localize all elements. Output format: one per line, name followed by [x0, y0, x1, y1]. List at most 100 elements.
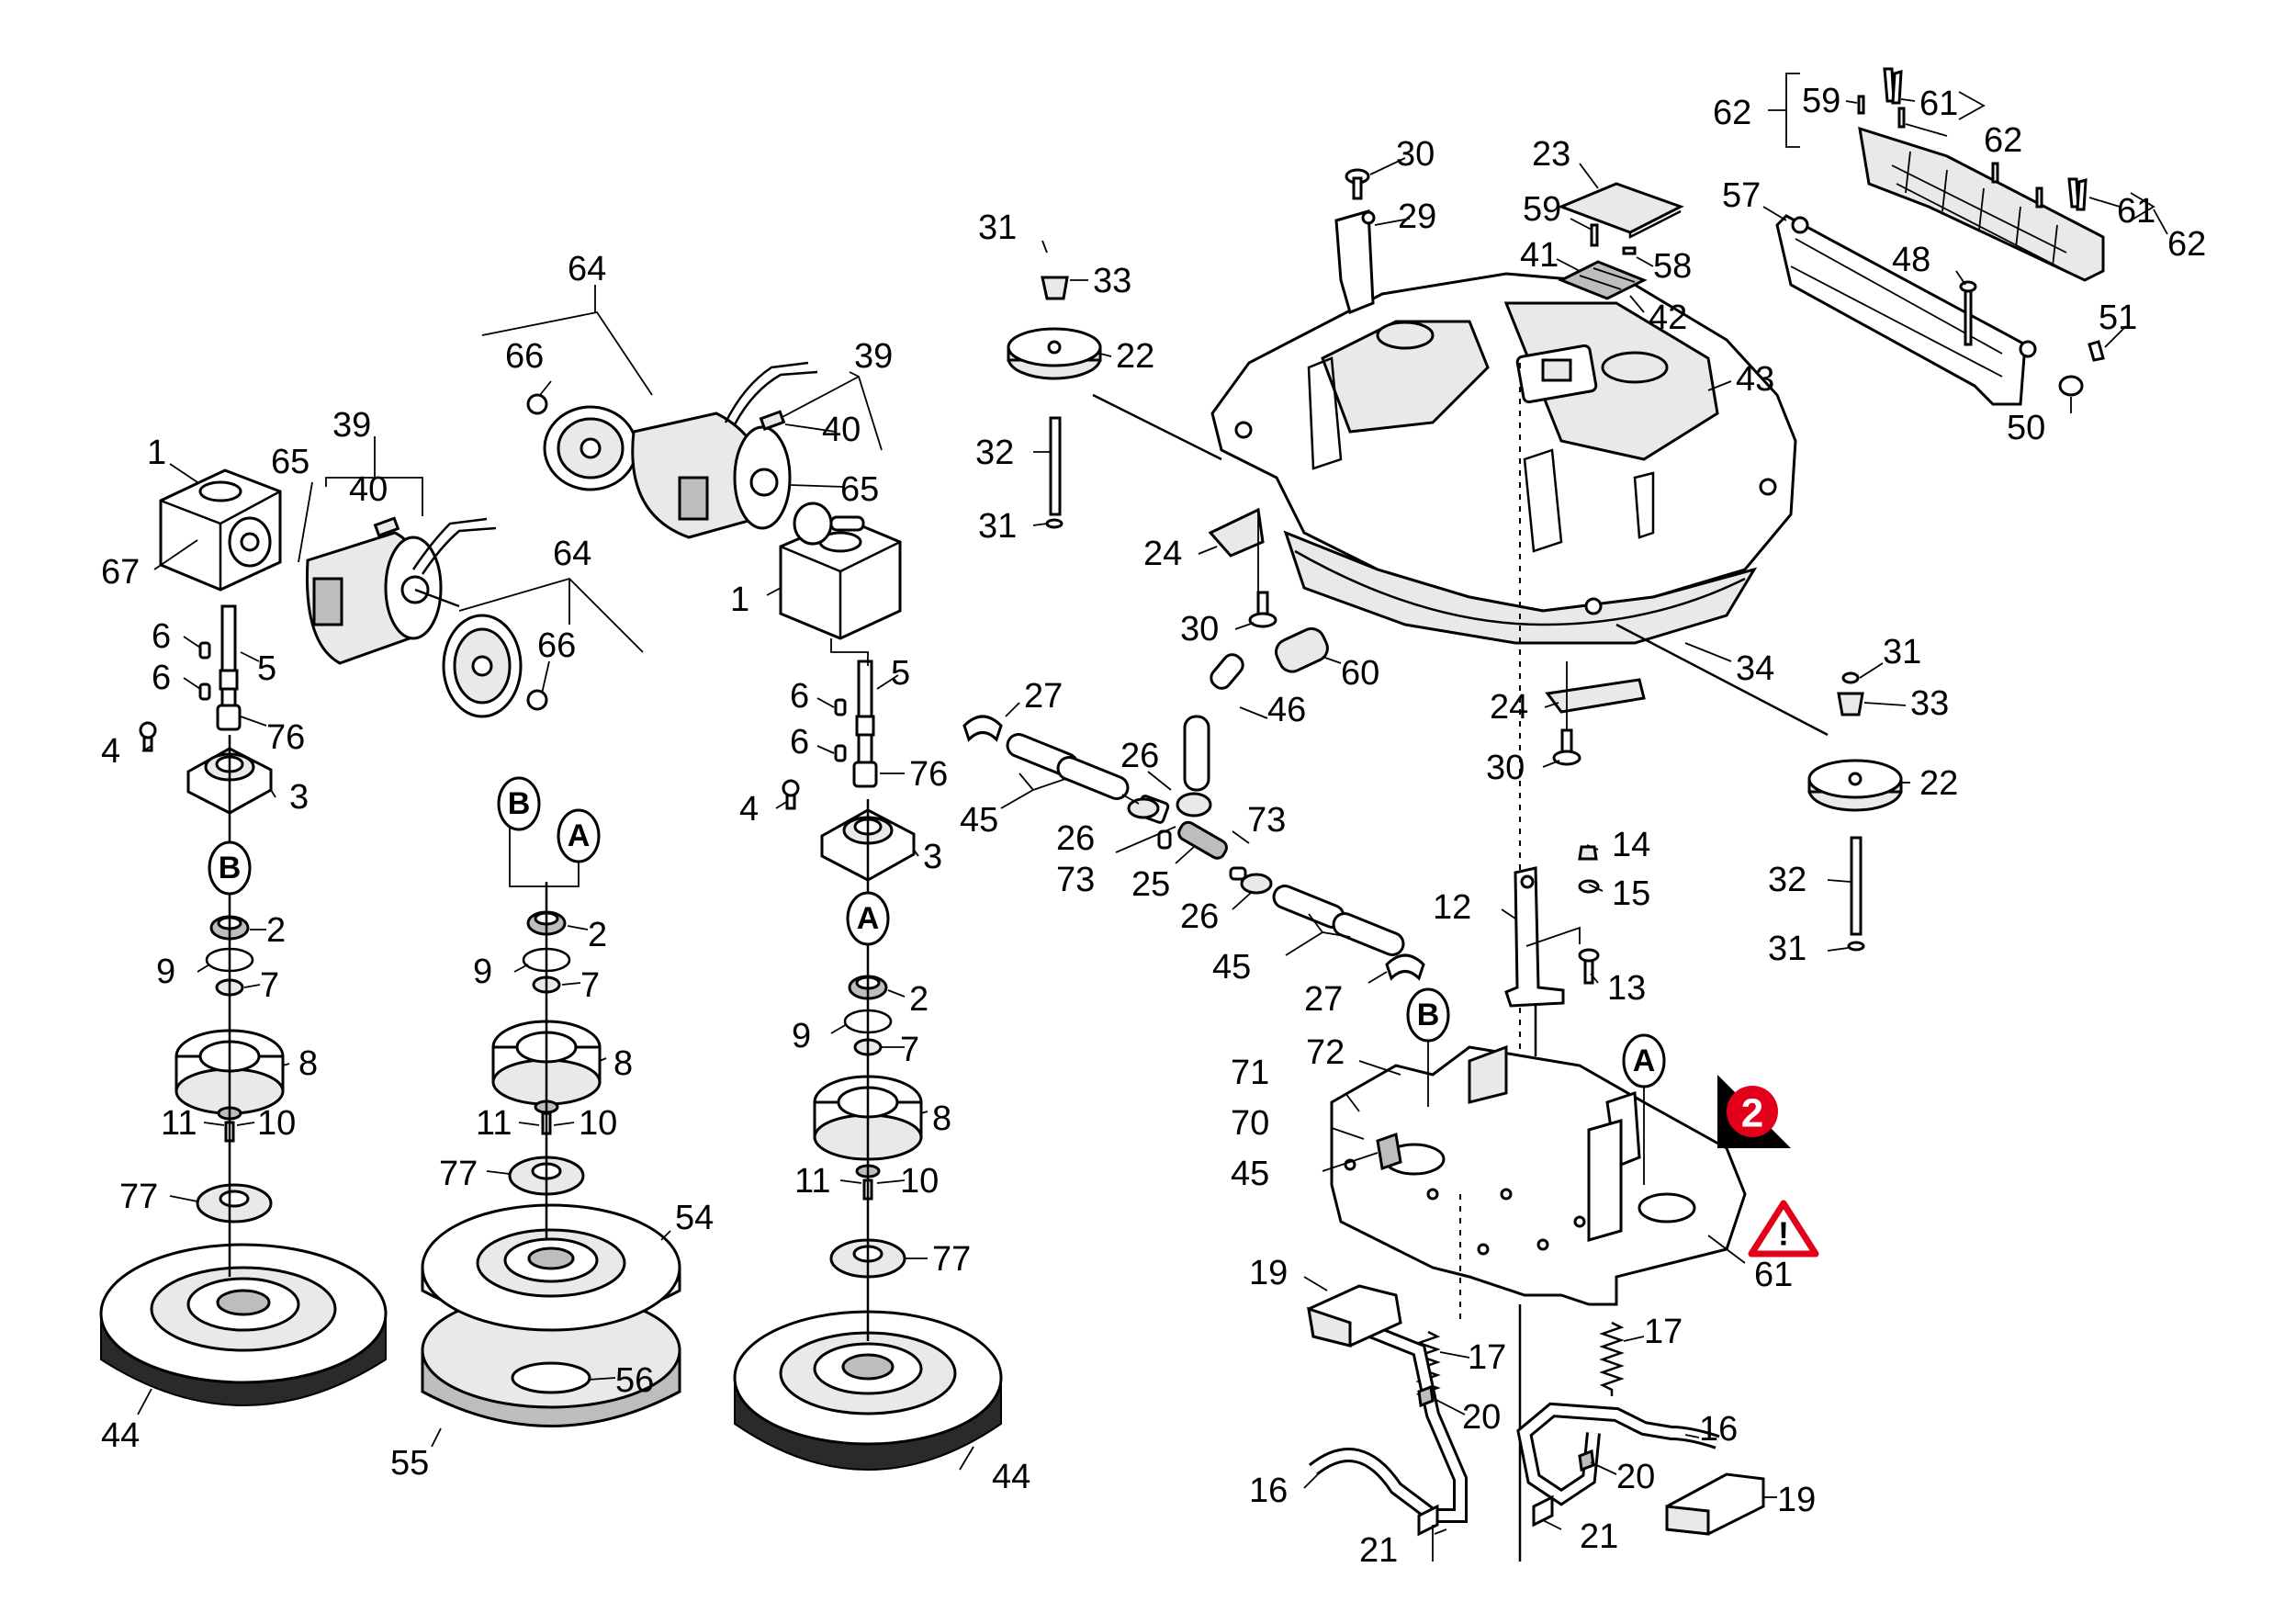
mount-24-left [1208, 507, 1277, 628]
callout-6-c: 6 [790, 677, 809, 716]
flange-middle [782, 779, 916, 882]
callout-41: 41 [1520, 236, 1559, 275]
callout-7-left: 7 [260, 966, 279, 1005]
callout-40-left: 40 [349, 470, 388, 509]
callout-45-c: 45 [1231, 1155, 1269, 1193]
bracket-12 [1504, 845, 1600, 1008]
callout-10-middle: 10 [900, 1162, 939, 1201]
callout-9-middle: 9 [792, 1017, 811, 1055]
svg-text:B: B [219, 851, 242, 885]
callout-26-b: 26 [1056, 819, 1095, 858]
callout-46: 46 [1267, 691, 1306, 729]
callout-11-middle: 11 [794, 1162, 830, 1201]
callout-3-left: 3 [289, 778, 309, 817]
top-right-brackets [1762, 67, 2168, 413]
callout-25: 25 [1131, 865, 1170, 904]
callout-23: 23 [1532, 135, 1570, 174]
callout-76-middle: 76 [909, 755, 948, 794]
callout-19-b: 19 [1777, 1481, 1816, 1519]
callout-19-a: 19 [1249, 1254, 1288, 1292]
svg-text:!: ! [1778, 1215, 1789, 1253]
foot-19-left [1307, 1284, 1402, 1348]
callout-59-b: 59 [1802, 82, 1840, 120]
callout-24-a: 24 [1143, 535, 1182, 573]
callout-48: 48 [1892, 241, 1930, 279]
callout-24-b: 24 [1490, 688, 1528, 727]
tank-body [1210, 272, 1797, 645]
callout-30-c: 30 [1486, 749, 1525, 787]
shaft-left [198, 604, 242, 731]
page-reference-badge: 2 [1717, 1075, 1791, 1148]
callout-27-a: 27 [1024, 677, 1063, 716]
cover-23 [1557, 182, 1684, 240]
callout-7-middle: 7 [900, 1031, 919, 1069]
hose-assembly [962, 240, 1425, 984]
callout-16-b: 16 [1699, 1410, 1738, 1449]
warning-icon: ! [1748, 1200, 1819, 1257]
callout-5-left: 5 [257, 649, 276, 688]
callout-66-left: 66 [537, 626, 576, 665]
callout-67: 67 [101, 553, 140, 592]
callout-77-middle: 77 [932, 1240, 971, 1279]
callout-20-b: 20 [1616, 1458, 1655, 1496]
callout-57: 57 [1722, 176, 1761, 215]
brush-left [99, 1243, 388, 1406]
motor-left [305, 516, 497, 665]
callout-31-c: 31 [1883, 633, 1921, 671]
callout-39-top: 39 [854, 337, 893, 376]
callout-61-c: 61 [1754, 1256, 1793, 1294]
marker-b-frame: B [1406, 987, 1450, 1107]
bracket-62-top [1857, 67, 2105, 282]
callout-77-left: 77 [119, 1178, 158, 1216]
callout-58: 58 [1653, 247, 1692, 286]
motor-top [631, 361, 818, 539]
pad-drive-assembly [421, 827, 681, 1448]
svg-text:B: B [1417, 998, 1440, 1032]
left-brush-assembly [99, 436, 644, 1415]
callout-16-a: 16 [1249, 1472, 1288, 1510]
switch-block-41 [1558, 223, 1648, 300]
flange-left [139, 721, 273, 815]
callout-50: 50 [2007, 409, 2045, 447]
callout-2-pad: 2 [588, 916, 607, 954]
callout-45-b: 45 [1212, 948, 1251, 987]
callout-33-a: 33 [1093, 262, 1131, 300]
callout-5-middle: 5 [891, 654, 910, 693]
callout-31-b: 31 [978, 507, 1017, 546]
callout-4-middle: 4 [739, 790, 759, 829]
callout-39-left: 39 [332, 406, 371, 445]
callout-59-a: 59 [1523, 190, 1561, 229]
callout-22-b: 22 [1919, 764, 1958, 803]
callout-11-pad: 11 [476, 1104, 512, 1143]
callout-62-b: 62 [1984, 121, 2022, 160]
rail-57 [1775, 214, 2105, 406]
callout-55: 55 [390, 1444, 429, 1483]
callout-6-a: 6 [152, 617, 171, 656]
callout-66-top: 66 [505, 337, 544, 376]
middle-brush-assembly [481, 285, 1003, 1471]
svg-text:A: A [568, 818, 591, 853]
callout-8-middle: 8 [932, 1100, 951, 1138]
callout-60: 60 [1341, 654, 1379, 693]
linkage-rod-right [1516, 1402, 1720, 1506]
callout-54: 54 [675, 1199, 714, 1237]
callout-72: 72 [1306, 1033, 1345, 1072]
callout-76-left: 76 [266, 718, 305, 757]
svg-text:A: A [1633, 1043, 1656, 1078]
callout-22-a: 22 [1116, 337, 1154, 376]
fan-left [442, 614, 548, 718]
tank-assembly [1092, 157, 1829, 1148]
callout-21-b: 21 [1580, 1517, 1618, 1556]
svg-text:A: A [857, 901, 880, 936]
callout-26-a: 26 [1120, 737, 1159, 775]
marker-b-pad: B [497, 776, 541, 831]
callout-62-c: 62 [2167, 225, 2206, 264]
callout-31-a: 31 [978, 209, 1017, 247]
callout-43: 43 [1736, 360, 1774, 399]
marker-a-pad: A [557, 808, 601, 863]
gearbox-middle [779, 502, 902, 640]
callout-31-d: 31 [1768, 930, 1806, 968]
hoses [962, 626, 1425, 981]
callout-32-a: 32 [975, 434, 1014, 472]
